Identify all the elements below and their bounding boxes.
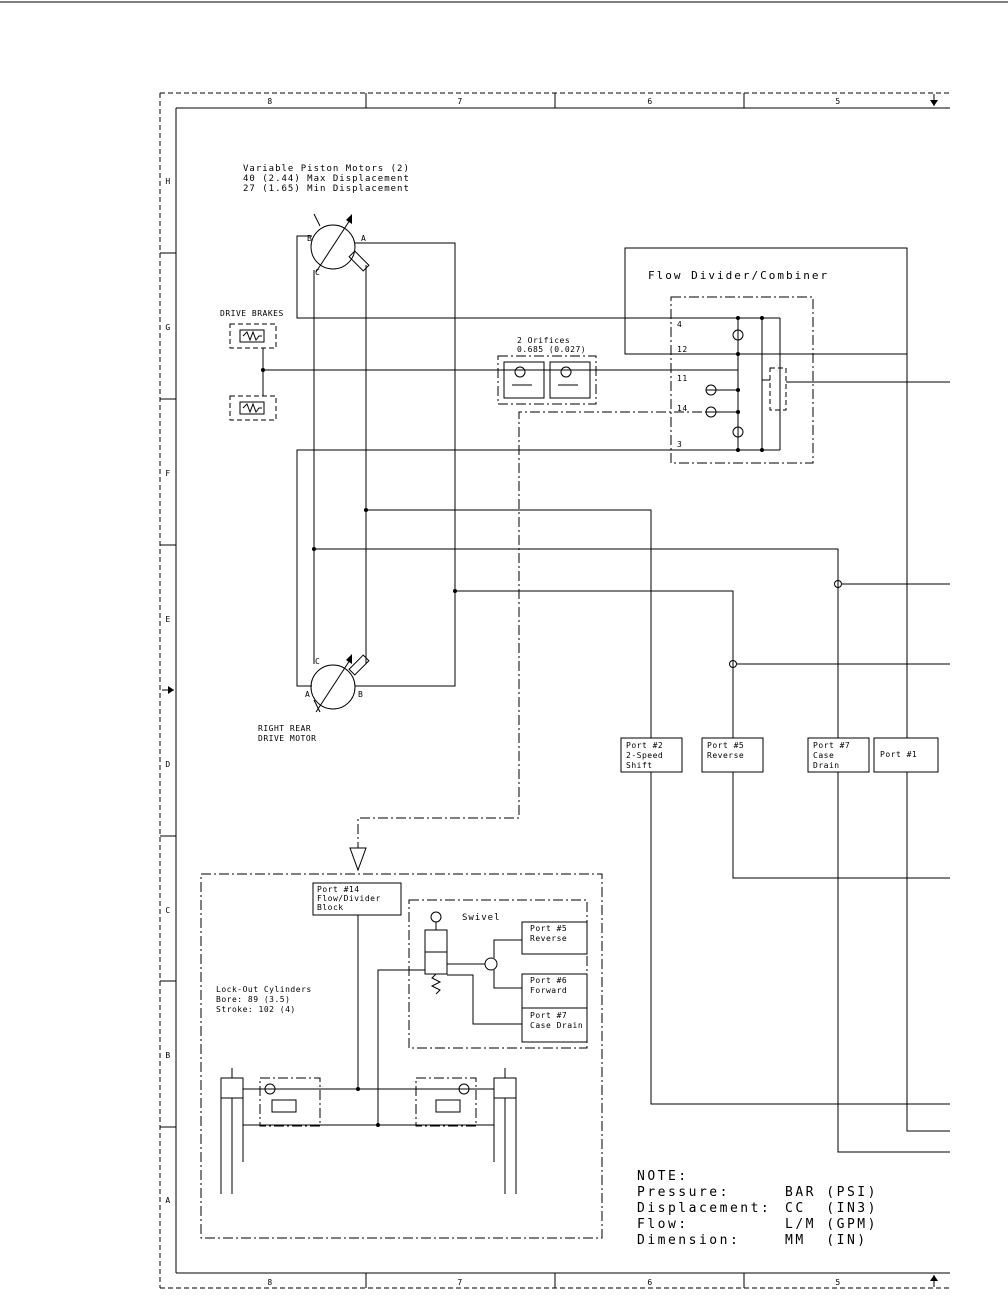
top-motor-port-a: A	[361, 234, 366, 243]
svg-text:Drain: Drain	[813, 761, 840, 770]
svg-text:5: 5	[835, 1278, 840, 1287]
svg-text:Lock-Out Cylinders: Lock-Out Cylinders	[216, 985, 312, 994]
svg-text:BAR (PSI): BAR (PSI)	[785, 1185, 878, 1200]
svg-text:C: C	[165, 906, 170, 915]
svg-text:12: 12	[677, 345, 688, 354]
svg-text:F: F	[165, 469, 170, 478]
svg-text:Bore: 89 (3.5): Bore: 89 (3.5)	[216, 995, 290, 1004]
right-rear-label: RIGHT REAR DRIVE MOTOR	[258, 724, 316, 743]
bottom-motor-port-a: A	[305, 690, 310, 699]
top-motor-port-b: B	[307, 234, 312, 243]
svg-text:3: 3	[677, 440, 682, 449]
svg-text:5: 5	[835, 97, 840, 106]
svg-text:Dimension:: Dimension:	[637, 1233, 740, 1248]
svg-text:RIGHT REAR: RIGHT REAR	[258, 724, 311, 733]
svg-text:Case Drain: Case Drain	[530, 1021, 583, 1030]
svg-text:27 (1.65) Min Displacement: 27 (1.65) Min Displacement	[243, 184, 410, 194]
motors-label: Variable Piston Motors (2) 40 (2.44) Max…	[243, 164, 410, 194]
svg-text:MM (IN): MM (IN)	[785, 1233, 868, 1248]
orifices-label: 2 Orifices 0.685 (0.027)	[517, 336, 586, 354]
svg-text:2 Orifices: 2 Orifices	[517, 336, 570, 345]
port-box-7: Port #7 Case Drain	[807, 737, 870, 773]
svg-text:Flow/Divider: Flow/Divider	[317, 894, 381, 903]
svg-text:14: 14	[677, 404, 688, 413]
drive-brake-upper	[229, 323, 277, 349]
svg-text:L/M (GPM): L/M (GPM)	[785, 1217, 878, 1232]
units-note: NOTE: Pressure: BAR (PSI) Displacement: …	[637, 1169, 878, 1248]
zone-row-labels: H G F E D C B A	[165, 177, 170, 1205]
swivel-port-5: Port #5 Reverse	[521, 921, 588, 955]
flow-divider-outline	[624, 247, 908, 355]
svg-text:A: A	[165, 1196, 170, 1205]
svg-text:Stroke: 102 (4): Stroke: 102 (4)	[216, 1005, 296, 1014]
top-motor: B A C	[307, 213, 370, 277]
port-box-5: Port #5 Reverse	[701, 737, 764, 773]
swivel-valve	[377, 911, 522, 1125]
top-motor-port-c: C	[315, 268, 320, 277]
svg-text:Port #5: Port #5	[707, 741, 744, 750]
svg-text:8: 8	[267, 1278, 272, 1287]
svg-text:7: 7	[457, 1278, 462, 1287]
svg-text:B: B	[165, 1051, 170, 1060]
svg-text:Block: Block	[317, 903, 344, 912]
flow-divider-internals	[705, 316, 787, 452]
flow-divider-ports: 4 12 11 14 3	[677, 320, 688, 449]
svg-text:Port #6: Port #6	[530, 976, 567, 985]
swivel-title: Swivel	[462, 913, 501, 923]
svg-text:E: E	[165, 615, 170, 624]
svg-text:6: 6	[647, 1278, 652, 1287]
svg-text:D: D	[165, 760, 170, 769]
svg-text:Pressure:: Pressure:	[637, 1185, 730, 1200]
svg-text:Forward: Forward	[530, 986, 567, 995]
svg-text:G: G	[165, 323, 170, 332]
lockout-cylinder-right	[358, 1068, 517, 1194]
svg-text:Port #14: Port #14	[317, 885, 360, 894]
flow-divider-block	[670, 296, 814, 464]
svg-text:DRIVE MOTOR: DRIVE MOTOR	[258, 734, 316, 743]
svg-text:4: 4	[677, 320, 682, 329]
svg-text:Port #1: Port #1	[880, 750, 917, 759]
svg-text:Port #7: Port #7	[813, 741, 850, 750]
svg-text:11: 11	[677, 374, 688, 383]
svg-text:Variable Piston Motors (2): Variable Piston Motors (2)	[243, 164, 410, 174]
bottom-motor-port-c: C	[315, 657, 320, 666]
svg-text:CC (IN3): CC (IN3)	[785, 1201, 878, 1216]
svg-text:Case: Case	[813, 751, 834, 760]
svg-text:8: 8	[267, 97, 272, 106]
port14-box: Port #14 Flow/Divider Block	[312, 882, 402, 916]
svg-text:6: 6	[647, 97, 652, 106]
drawing-border	[159, 92, 950, 1289]
svg-text:H: H	[165, 177, 170, 186]
port-box-2: Port #2 2-Speed Shift	[620, 737, 683, 773]
pilot-line	[349, 411, 738, 872]
svg-text:Displacement:: Displacement:	[637, 1201, 771, 1216]
swivel-port-6: Port #6 Forward	[521, 973, 588, 1009]
bottom-motor-port-b: B	[358, 690, 363, 699]
svg-text:NOTE:: NOTE:	[637, 1169, 689, 1184]
lockout-cylinder-left	[220, 1068, 380, 1194]
svg-text:Flow:: Flow:	[637, 1217, 689, 1232]
drive-brakes-label: DRIVE BRAKES	[220, 309, 284, 318]
svg-text:0.685 (0.027): 0.685 (0.027)	[517, 345, 586, 354]
svg-text:Shift: Shift	[626, 761, 653, 770]
svg-text:2-Speed: 2-Speed	[626, 751, 663, 760]
hydraulic-lines	[261, 235, 950, 1153]
svg-text:Port #2: Port #2	[626, 741, 663, 750]
swivel-port-7: Port #7 Case Drain	[521, 1007, 588, 1043]
svg-text:Reverse: Reverse	[707, 751, 744, 760]
svg-text:40 (2.44) Max Displacement: 40 (2.44) Max Displacement	[243, 174, 410, 184]
lockout-label: Lock-Out Cylinders Bore: 89 (3.5) Stroke…	[216, 985, 312, 1014]
port-box-1: Port #1	[873, 737, 939, 773]
svg-text:Port #5: Port #5	[530, 924, 567, 933]
lockout-section	[200, 873, 603, 1239]
svg-text:Reverse: Reverse	[530, 934, 567, 943]
svg-text:7: 7	[457, 97, 462, 106]
drive-brake-lower	[229, 395, 277, 421]
svg-text:Port #7: Port #7	[530, 1011, 567, 1020]
bottom-motor: C A B	[305, 654, 370, 713]
flow-divider-title: Flow Divider/Combiner	[648, 269, 829, 282]
zone-column-labels: 8 7 6 5 8 7 6 5	[267, 97, 840, 1287]
orifice-block	[497, 355, 597, 405]
